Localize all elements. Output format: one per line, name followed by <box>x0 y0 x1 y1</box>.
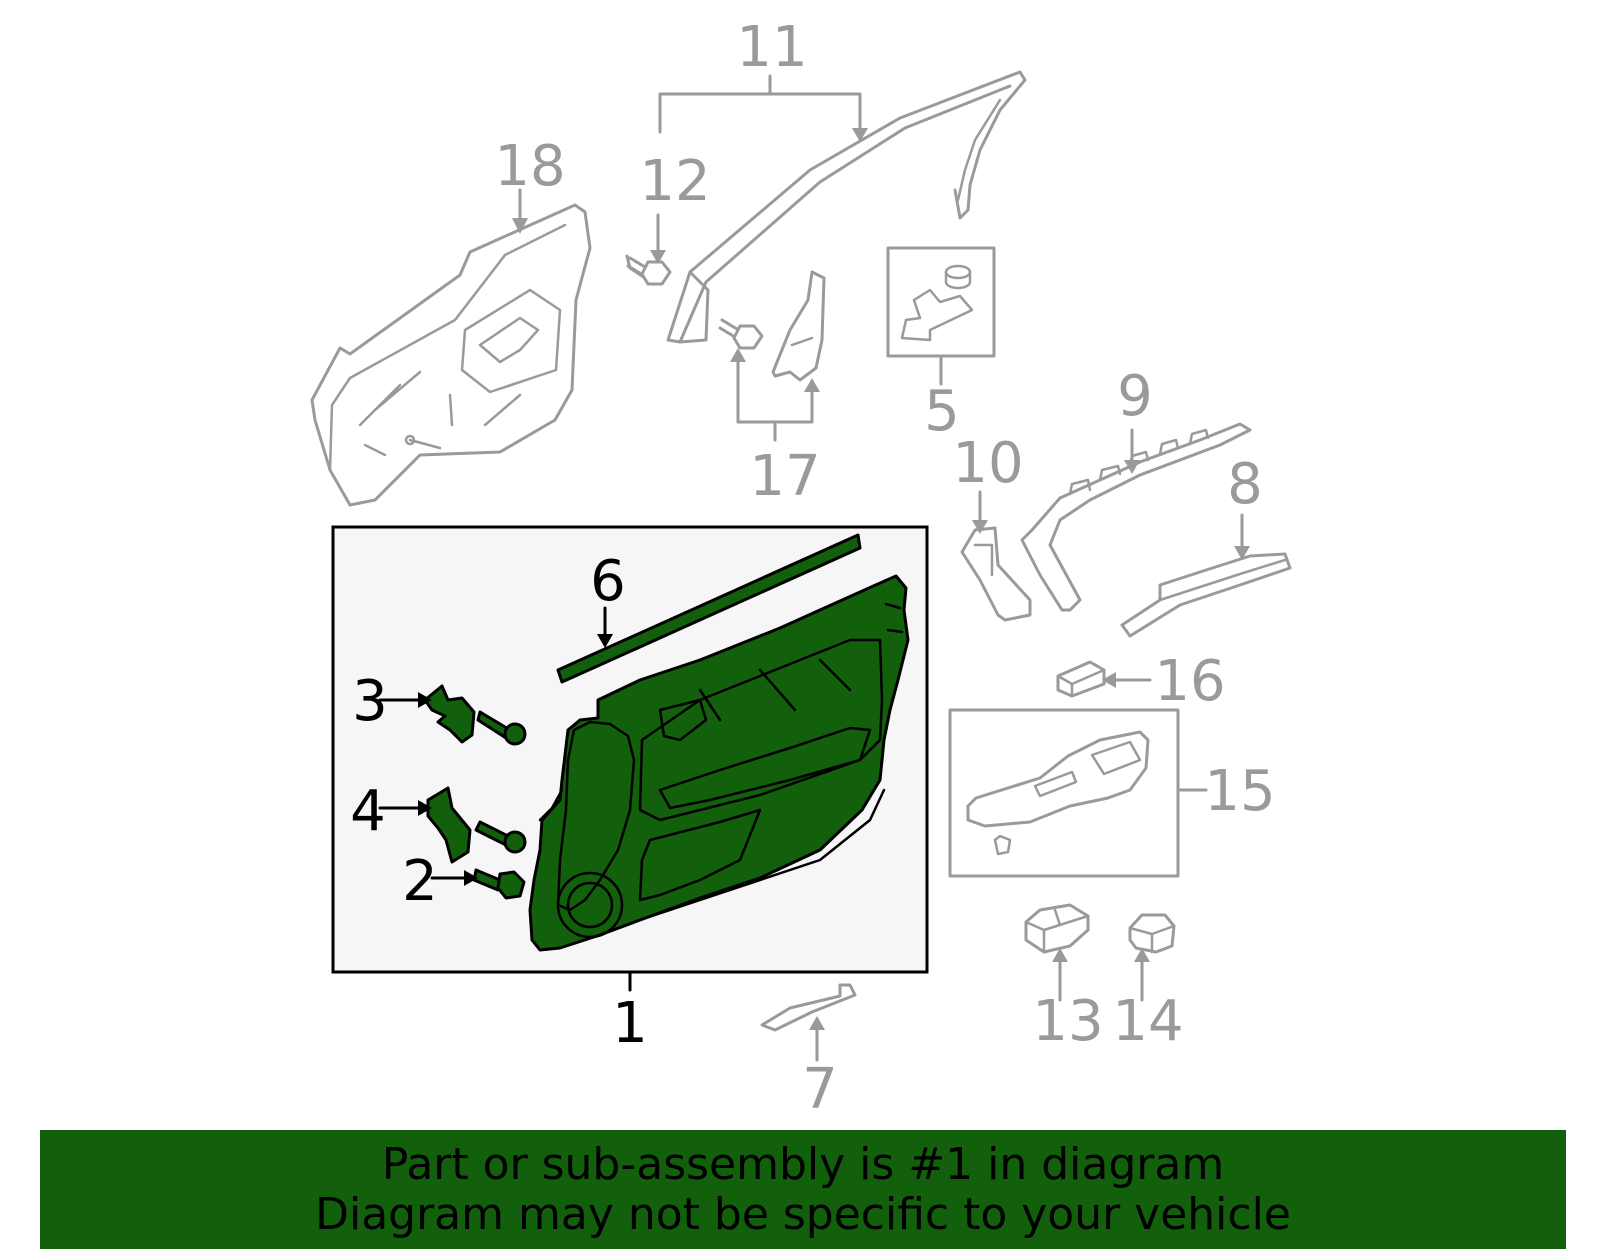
callout-9: 9 <box>1117 364 1153 429</box>
callout-16: 16 <box>1154 649 1225 714</box>
part-9-trim-strip <box>1020 422 1252 612</box>
footer-line-1: Part or sub-assembly is #1 in diagram <box>381 1138 1225 1190</box>
part-7-bracket <box>760 983 857 1032</box>
footer-line-2: Diagram may not be specific to your vehi… <box>315 1188 1291 1240</box>
part-16-clip <box>1056 660 1106 698</box>
part-17-bolt-bracket <box>718 270 826 382</box>
part-12-bolt <box>625 254 672 286</box>
part-5-clip-box <box>886 246 996 358</box>
part-10-trim-piece <box>960 526 1032 622</box>
part-13-switch <box>1024 903 1090 954</box>
callout-5: 5 <box>924 379 960 444</box>
callout-11: 11 <box>736 15 807 80</box>
parts-diagram: 18 11 12 17 5 1 <box>310 15 1292 1122</box>
part-3-bracket <box>423 684 527 746</box>
footer-banner: Part or sub-assembly is #1 in diagram Di… <box>40 1130 1566 1249</box>
callout-6: 6 <box>590 549 626 614</box>
part-4-bracket <box>426 786 527 864</box>
part-11-run-channel <box>666 70 1027 344</box>
callout-18: 18 <box>494 134 565 199</box>
callout-10: 10 <box>952 431 1023 496</box>
part-8-armrest-trim <box>1120 552 1292 638</box>
callout-17: 17 <box>749 444 820 509</box>
callout-4: 4 <box>350 779 386 844</box>
callout-13: 13 <box>1032 989 1103 1054</box>
part-18-inner-panel <box>310 203 592 507</box>
callout-2: 2 <box>402 849 438 914</box>
part-6-belt-strip <box>556 533 862 684</box>
callout-3: 3 <box>352 669 388 734</box>
callout-15: 15 <box>1204 759 1275 824</box>
part-1-door-trim-panel <box>528 574 910 952</box>
part-14-switch <box>1128 913 1176 954</box>
callout-8: 8 <box>1227 452 1263 517</box>
callout-7: 7 <box>802 1057 838 1122</box>
part-15-switch-panel <box>948 708 1180 878</box>
callout-1: 1 <box>612 991 648 1056</box>
callout-14: 14 <box>1112 989 1183 1054</box>
callout-12: 12 <box>639 149 710 214</box>
